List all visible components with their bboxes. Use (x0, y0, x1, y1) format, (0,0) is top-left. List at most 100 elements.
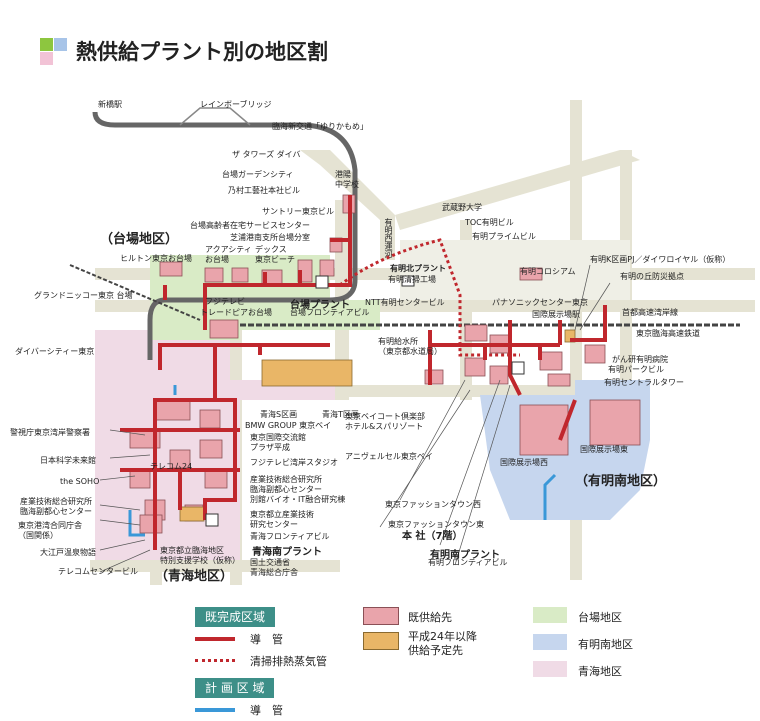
map-label-police: 警視庁東京湾岸警察署 (10, 428, 90, 437)
district-label-daiba: （台場地区） (100, 232, 179, 247)
legend-daiba-label: 台場地区 (578, 611, 622, 624)
legend-existing-supply-swatch (363, 607, 399, 625)
legend-daiba-swatch (533, 607, 567, 623)
ariake-north-area (400, 240, 630, 300)
legend-steam-line (195, 659, 235, 662)
map-label-bmw: BMW GROUP 東京ベイ (245, 421, 332, 430)
legend-aomi-swatch (533, 661, 567, 677)
planned-pipe-network (128, 385, 557, 537)
map-label-ganken: がん研有明病院 (612, 355, 668, 364)
title-square-blue (54, 38, 67, 51)
legend-pipe-line (195, 637, 235, 641)
legend-plan-pipe-label: 導 管 (250, 704, 283, 717)
map-label-daiba-frontier: 台場フロンティアビル (290, 308, 370, 317)
map-label-aist-rinkai: 産業技術総合研究所 臨海副都心センター (20, 497, 92, 516)
legend-existing-supply-label: 既供給先 (408, 611, 452, 624)
legend-ariake-south-swatch (533, 634, 567, 650)
plant-label-ariake-north: 有明北プラント (390, 264, 446, 273)
map-label-shuto-exp: 首都高速湾岸線 (622, 308, 678, 317)
map-label-elderly-center: 台場高齢者在宅サービスセンター (190, 221, 310, 230)
map-label-the-towers: ザ タワーズ ダイバ (232, 150, 301, 159)
map-label-toc: TOC有明ビル (465, 218, 514, 227)
map-label-ariake-park: 有明パークビル (608, 365, 664, 374)
map-label-nogi: 乃村工藝社本社ビル (228, 186, 300, 195)
legend-ariake-south-label: 有明南地区 (578, 638, 633, 651)
legend-steam-label: 清掃排熱蒸気管 (250, 655, 327, 668)
map-label-fuji-studio: フジテレビ湾岸スタジオ (250, 458, 338, 467)
map-label-ariake-west-canal-2: 有明清掃工場 (388, 275, 436, 284)
map-label-yurikamome: 臨海新交通「ゆりかもめ」 (272, 122, 368, 131)
map-label-hilton: ヒルトン東京お台場 (120, 254, 192, 263)
map-label-decks: デックス 東京ビーチ (255, 245, 295, 264)
map-label-rainbow-bridge: レインボーブリッジ (200, 100, 272, 109)
map-label-water-facility: 有明給水所 （東京都水道局） (378, 337, 442, 356)
legend-plan-area-head: 計 画 区 域 (195, 678, 275, 698)
map-label-shibaura-branch: 芝浦港南支所台場分室 (230, 233, 310, 242)
map-label-aomi-frontier: 青海フロンティアビル (250, 532, 330, 541)
map-label-big-sight-west: 国際展示場西 (500, 458, 548, 467)
map-label-colosseum: 有明コロシアム (520, 267, 576, 276)
map-label-ariake-prime: 有明プライムビル (472, 232, 536, 241)
map-label-minato-jhs: 港陽 中学校 (335, 170, 359, 189)
plant-label-aomi: 青海南プラント (252, 547, 322, 558)
steam-pipe (339, 238, 520, 357)
map-label-bay-court: 東京ベイコート倶楽部 ホテル&スパリゾート (345, 412, 425, 431)
map-label-shimbashi: 新橋駅 (98, 100, 122, 109)
map-label-telecom: テレコムセンタービル (58, 567, 138, 576)
map-label-divercity: ダイバーシティー東京 (15, 347, 95, 356)
map-label-fuji-tv: フジテレビ (205, 297, 245, 306)
map-label-telecom-24: テレコム24 (150, 462, 193, 471)
legend-aomi-label: 青海地区 (578, 665, 622, 678)
map-label-ftw-west: 東京ファッションタウン西 (385, 500, 481, 509)
map-label-port-office: 東京港湾合同庁舎 （国関係） (18, 521, 82, 540)
map-label-ntt: NTT有明センタービル (365, 298, 445, 307)
pipe-network (120, 195, 607, 550)
yurikamome-line (92, 111, 358, 360)
map-label-ftw-east: 東京ファッションタウン東 (388, 520, 484, 529)
map-label-oedo-onsen: 大江戸温泉物語 (40, 548, 96, 557)
map-label-ariake-central: 有明セントラルタワー (604, 378, 684, 387)
expressway (69, 264, 201, 321)
legend-pipe-label: 導 管 (250, 633, 283, 646)
legend-planned-supply-swatch (363, 632, 399, 650)
planned-supply-buildings (179, 329, 576, 522)
map-label-ariake-frontier: 有明フロンティアビル (428, 558, 508, 567)
legend-planned-supply-label: 平成24年以降 供給予定先 (408, 630, 477, 657)
existing-supply-buildings (129, 194, 641, 534)
district-label-ariake-south: （有明南地区） (575, 474, 667, 489)
map-label-tokyo-tech-center: 東京都立産業技術 研究センター (250, 510, 314, 529)
map-label-daiba-garden-city: 台場ガーデンシティ (222, 170, 294, 179)
district-label-aomi: （青海地区） (155, 569, 234, 584)
map-label-aomi-s: 青海S区画 (260, 410, 298, 419)
map-label-ariake-nishi-canal: 有明西運河 (384, 218, 393, 258)
map-label-grand-nikko: グランドニッコー東京 台場 (34, 291, 133, 300)
map-label-suntory: サントリー東京ビル (262, 207, 334, 216)
title-square-green (40, 38, 53, 51)
map-label-aist: 産業技術総合研究所 臨海副都心センター 別館バイオ・IT融合研究棟 (250, 475, 346, 504)
legend-existing-area-head: 既完成区域 (195, 607, 276, 627)
plant-label-daiba: 台場プラント (290, 300, 350, 311)
map-label-rinkai-line: 東京臨海高速鉄道 (636, 329, 700, 338)
map-label-ariake-k: 有明K区画PJ／ダイワロイヤル（仮称） (590, 255, 731, 264)
map-label-mlit: 国土交通省 青海総合庁舎 (250, 558, 298, 577)
map-label-aomi-school: 東京都立臨海地区 特別支援学校（仮称） (160, 546, 240, 565)
legend-plan-pipe-line (195, 708, 235, 712)
map-label-anniversaire: アニヴェルセル東京ベイ (345, 452, 433, 461)
map-label-panasonic: パナソニックセンター東京 (492, 298, 588, 307)
plant-label-ariake-south: 有明南プラント (430, 550, 500, 561)
leader-lines (99, 264, 611, 573)
map-label-aqua-city: アクアシティ お台場 (205, 245, 252, 264)
plant-label-hq: 本 社（7階） (402, 531, 463, 542)
map-label-aomi-t: 青海T区画 (322, 410, 359, 419)
map-label-big-sight-east: 国際展示場東 (580, 445, 628, 454)
rainbow-bridge-shape (179, 107, 251, 126)
map-label-oka-bousai: 有明の丘防災拠点 (620, 272, 684, 281)
map-label-miraikan: 日本科学未来館 (40, 456, 96, 465)
title-square-pink (40, 52, 53, 65)
page-title: 熱供給プラント別の地区割 (76, 40, 328, 64)
map-label-musashino: 武蔵野大学 (442, 203, 482, 212)
plant-markers (205, 275, 525, 527)
map-label-the-soho: the SOHO (60, 477, 100, 486)
